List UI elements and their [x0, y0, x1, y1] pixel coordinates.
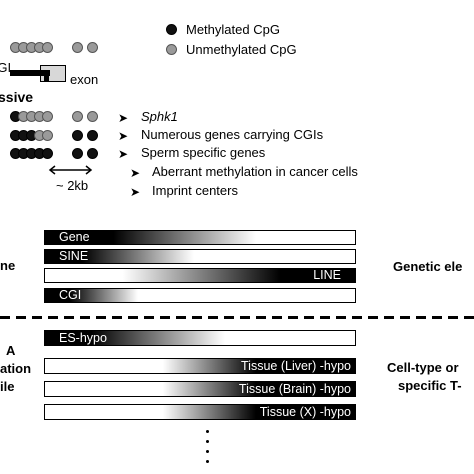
legend-methylated-label: Methylated CpG: [186, 22, 280, 37]
liver-hypo-bar-label: Tissue (Liver) -hypo: [241, 359, 351, 373]
gene-list-item: Numerous genes carrying CGIs: [141, 127, 324, 142]
brain-hypo-bar-label: Tissue (Brain) -hypo: [238, 382, 351, 396]
sine-bar: SINE: [44, 249, 356, 264]
methylated-cpg-icon: [166, 24, 177, 35]
exon-label: exon: [70, 72, 99, 87]
liver-hypo-bar: Tissue (Liver) -hypo: [44, 358, 356, 374]
celltype-left-label-3: ile: [0, 379, 15, 394]
genetic-left-label: ne: [0, 258, 16, 273]
cpg-dot: [42, 111, 53, 122]
sine-bar-label: SINE: [59, 249, 89, 263]
gene-arrow-stem: [44, 70, 49, 82]
bullet-arrow-icon: ➤: [118, 147, 129, 161]
bullet-arrow-icon: ➤: [130, 166, 141, 180]
cgi-label: CGI: [0, 60, 12, 75]
gene-list-item: Sphk1: [141, 109, 178, 124]
tissue-x-hypo-bar: Tissue (X) -hypo: [44, 404, 356, 420]
section-divider: [0, 316, 474, 319]
cpg-dot: [87, 148, 98, 159]
es-hypo-bar-label: ES-hypo: [59, 331, 107, 345]
gene-list-subitem: Imprint centers: [152, 183, 238, 198]
cpg-dot: [42, 148, 53, 159]
tissue-x-hypo-bar-label: Tissue (X) -hypo: [259, 405, 351, 419]
unmethylated-cpg-icon: [166, 44, 177, 55]
bullet-arrow-icon: ➤: [118, 111, 129, 125]
gene-arrow-line: [10, 70, 50, 76]
celltype-right-label-2: specific T-: [398, 378, 462, 393]
celltype-right-label-1: Cell-type or: [387, 360, 459, 375]
section-label: ssive: [0, 89, 34, 105]
cpg-dot: [42, 130, 53, 141]
ellipsis-dot: [206, 450, 209, 453]
cpg-dot: [72, 148, 83, 159]
cgi-bar: CGI: [44, 288, 356, 303]
ellipsis-dot: [206, 440, 209, 443]
celltype-left-label-1: A: [6, 343, 16, 358]
cpg-dot: [87, 42, 98, 53]
es-hypo-bar: ES-hypo: [44, 330, 356, 346]
cpg-dot: [72, 111, 83, 122]
brain-hypo-bar: Tissue (Brain) -hypo: [44, 381, 356, 397]
cpg-dot: [87, 130, 98, 141]
gene-list-subitem: Aberrant methylation in cancer cells: [152, 164, 358, 179]
cgi-bar-label: CGI: [59, 288, 82, 302]
ellipsis-dot: [206, 430, 209, 433]
scale-arrow: [48, 162, 93, 175]
bullet-arrow-icon: ➤: [118, 129, 129, 143]
gene-bar-label: Gene: [59, 230, 90, 244]
line-bar: LINE: [44, 268, 356, 283]
ellipsis-dot: [206, 460, 209, 463]
cpg-dot: [42, 42, 53, 53]
genetic-right-label: Genetic ele: [393, 259, 463, 274]
line-bar-label: LINE: [313, 268, 341, 282]
cpg-dot: [72, 130, 83, 141]
cpg-dot: [87, 111, 98, 122]
legend-unmethylated-label: Unmethylated CpG: [186, 42, 297, 57]
gene-bar: Gene: [44, 230, 356, 245]
scale-label: ~ 2kb: [56, 178, 89, 193]
cpg-dot: [72, 42, 83, 53]
gene-list-item: Sperm specific genes: [141, 145, 266, 160]
celltype-left-label-2: ation: [0, 361, 32, 376]
bullet-arrow-icon: ➤: [130, 185, 141, 199]
